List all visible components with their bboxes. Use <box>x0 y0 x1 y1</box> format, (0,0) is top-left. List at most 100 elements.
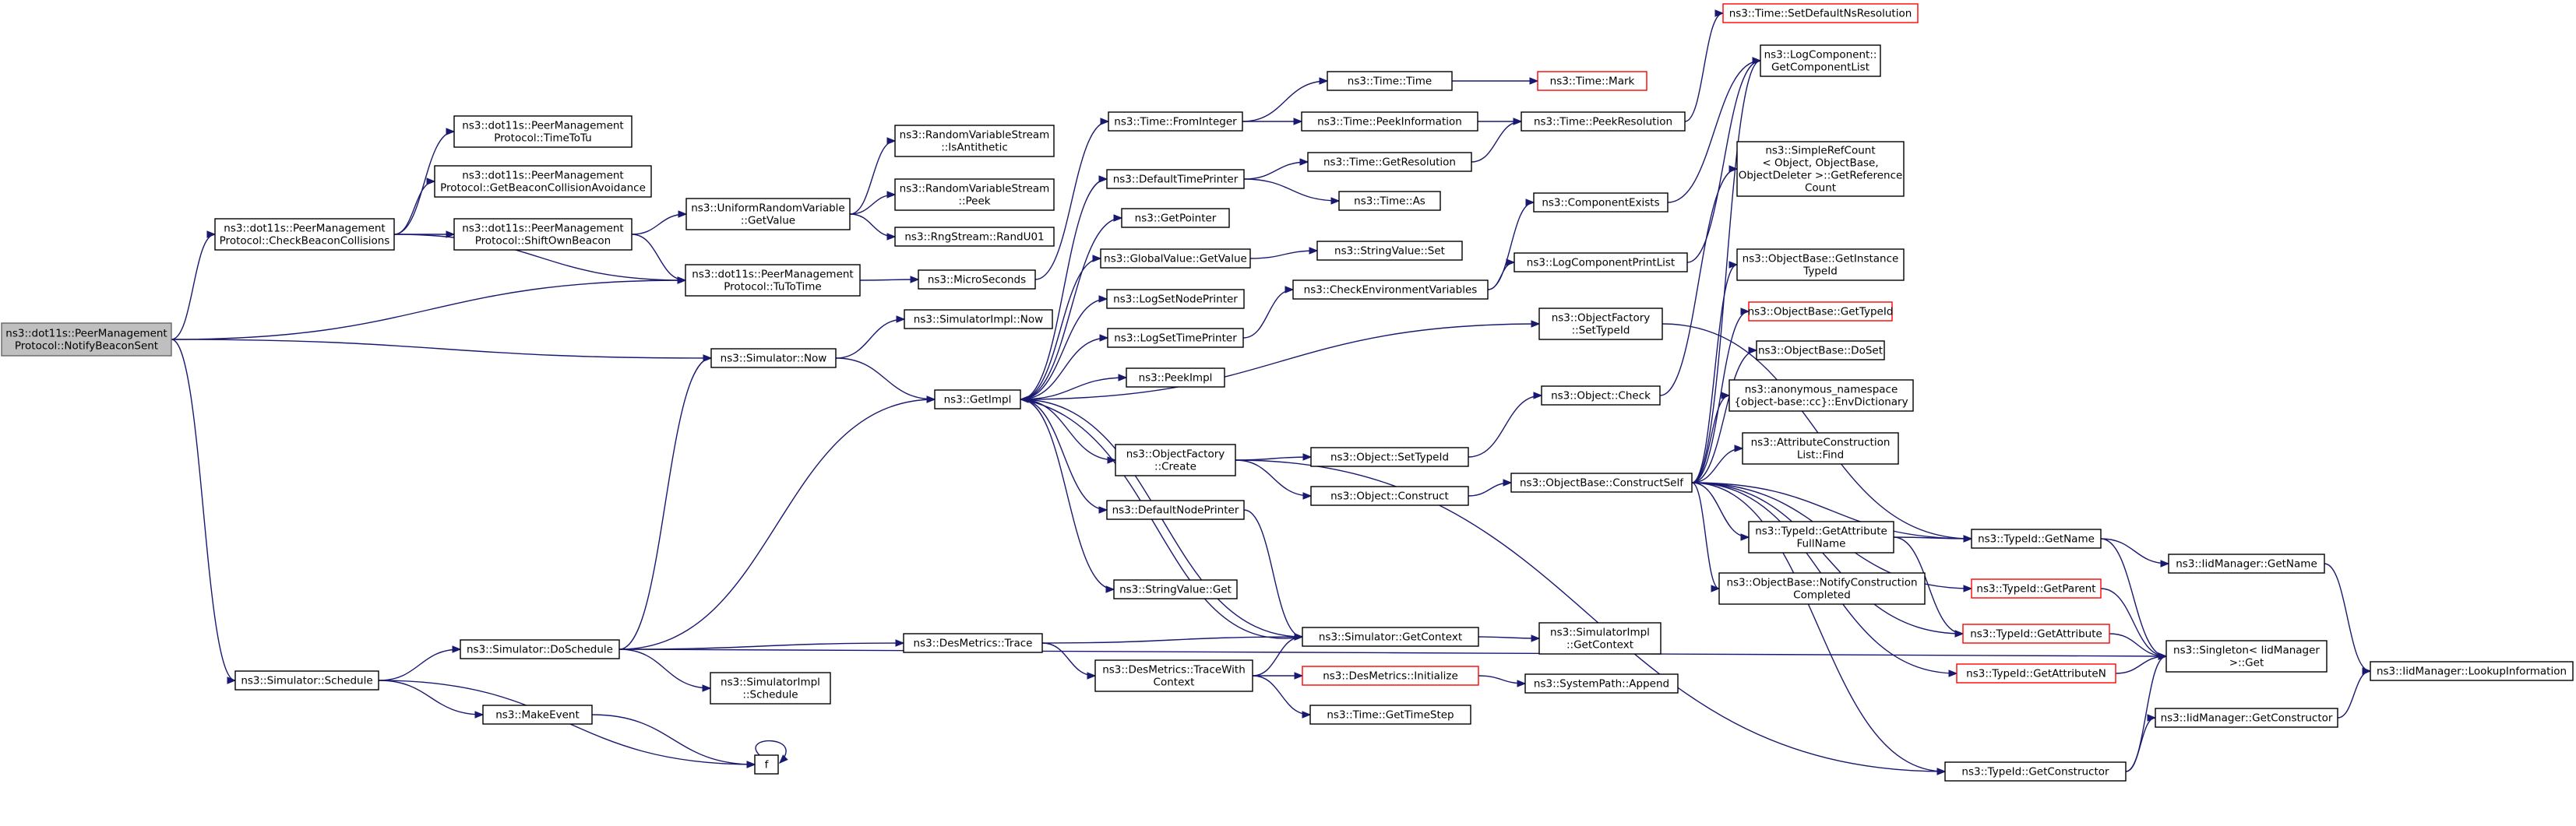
node-label: ns3::StringValue::Set <box>1334 245 1445 258</box>
node-rvspeek[interactable]: ns3::RandomVariableStream::Peek <box>894 178 1055 211</box>
edge-getimpl-to-defaultnodeprinter <box>1020 399 1108 511</box>
node-tidgetconstructor[interactable]: ns3::TypeId::GetConstructor <box>1944 761 2127 782</box>
edge-objbaseconstructself-to-getinstancetid <box>1691 264 1738 483</box>
node-logsettime[interactable]: ns3::LogSetTimePrinter <box>1107 328 1244 348</box>
node-singletonget[interactable]: ns3::Singleton< IidManager>::Get <box>2165 640 2328 673</box>
node-logcompprint[interactable]: ns3::LogComponentPrintList <box>1514 252 1688 272</box>
node-tutotime[interactable]: ns3::dot11s::PeerManagementProtocol::TuT… <box>685 264 861 297</box>
edge-arrowhead <box>1711 585 1721 592</box>
node-label: ns3::SimulatorImpl <box>721 677 820 689</box>
edge-tidgetname-to-iidgetname <box>2100 538 2169 564</box>
node-box <box>1533 192 1669 213</box>
node-stringvalueget[interactable]: ns3::StringValue::Get <box>1113 579 1238 599</box>
node-defaultnodeprinter[interactable]: ns3::DefaultNodePrinter <box>1106 500 1245 520</box>
node-cbc[interactable]: ns3::dot11s::PeerManagementProtocol::Che… <box>214 218 395 251</box>
node-doset[interactable]: ns3::ObjectBase::DoSet <box>1756 340 1885 360</box>
edge-arrowhead <box>779 754 788 764</box>
node-getcomplist[interactable]: ns3::LogComponent::GetComponentList <box>1760 44 1881 77</box>
node-desmetricstrace[interactable]: ns3::DesMetrics::Trace <box>903 633 1043 653</box>
node-simimplgetcontext[interactable]: ns3::SimulatorImpl::GetContext <box>1538 622 1662 655</box>
node-getbca[interactable]: ns3::dot11s::PeerManagementProtocol::Get… <box>434 165 652 198</box>
node-randu01[interactable]: ns3::RngStream::RandU01 <box>894 227 1055 247</box>
node-tidgetname[interactable]: ns3::TypeId::GetName <box>1971 529 2102 549</box>
edge-arrowhead <box>702 684 712 692</box>
node-label: Context <box>1154 677 1195 689</box>
node-timetime[interactable]: ns3::Time::Time <box>1327 71 1453 91</box>
node-isantithetic[interactable]: ns3::RandomVariableStream::IsAntithetic <box>894 125 1055 157</box>
node-peekimpl[interactable]: ns3::PeekImpl <box>1126 367 1225 388</box>
node-label: Protocol::TuToTime <box>724 281 822 293</box>
node-box <box>1510 473 1693 493</box>
node-syspathappend[interactable]: ns3::SystemPath::Append <box>1524 673 1679 694</box>
edge-root-to-cbc <box>171 234 216 340</box>
node-timeas[interactable]: ns3::Time::As <box>1338 191 1441 211</box>
node-globalvalue[interactable]: ns3::GlobalValue::GetValue <box>1100 248 1251 269</box>
node-setdefaultns[interactable]: ns3::Time::SetDefaultNsResolution <box>1722 3 1919 23</box>
node-simplerefcount[interactable]: ns3::SimpleRefCount< Object, ObjectBase,… <box>1736 141 1905 197</box>
node-simimplschedule[interactable]: ns3::SimulatorImpl::Schedule <box>710 672 831 705</box>
node-tidgetattr[interactable]: ns3::TypeId::GetAttribute <box>1962 624 2110 644</box>
node-initialize[interactable]: ns3::DesMetrics::Initialize <box>1302 666 1479 686</box>
node-stringvalueset[interactable]: ns3::StringValue::Set <box>1316 241 1463 261</box>
node-getcontext[interactable]: ns3::Simulator::GetContext <box>1302 627 1479 647</box>
node-label: ns3::dot11s::PeerManagement <box>462 170 623 182</box>
node-getimpl[interactable]: ns3::GetImpl <box>934 389 1021 409</box>
node-objconstruct[interactable]: ns3::Object::Construct <box>1310 486 1469 506</box>
node-getres[interactable]: ns3::Time::GetResolution <box>1307 152 1472 172</box>
node-simimplnow[interactable]: ns3::SimulatorImpl::Now <box>904 309 1053 329</box>
node-timemark[interactable]: ns3::Time::Mark <box>1537 71 1647 91</box>
node-objfactorysettypeid[interactable]: ns3::ObjectFactory::SetTypeId <box>1538 308 1663 340</box>
node-compexists[interactable]: ns3::ComponentExists <box>1533 192 1669 213</box>
node-peekinfo[interactable]: ns3::Time::PeekInformation <box>1301 111 1478 132</box>
node-tidgetattrn[interactable]: ns3::TypeId::GetAttributeN <box>1956 663 2116 684</box>
edge-objbaseconstructself-to-tidgetattr <box>1691 482 1964 634</box>
node-defaulttimeprinter[interactable]: ns3::DefaultTimePrinter <box>1106 169 1245 189</box>
node-label: Protocol::ShiftOwnBeacon <box>475 235 611 248</box>
node-simschedule[interactable]: ns3::Simulator::Schedule <box>234 670 379 691</box>
edge-arrowhead <box>678 210 688 218</box>
node-notifyconstruct[interactable]: ns3::ObjectBase::NotifyConstructionCompl… <box>1718 572 1926 605</box>
edge-objbaseconstructself-to-doset <box>1691 350 1757 483</box>
node-f[interactable]: f <box>754 754 779 775</box>
node-iidgetname[interactable]: ns3::IidManager::GetName <box>2168 554 2325 574</box>
node-makeevent[interactable]: ns3::MakeEvent <box>482 705 593 725</box>
node-checkenv[interactable]: ns3::CheckEnvironmentVariables <box>1292 279 1489 300</box>
edge-arrowhead <box>1752 57 1762 65</box>
node-objbasegettid[interactable]: ns3::ObjectBase::GetTypeId <box>1748 301 1894 322</box>
node-envdict[interactable]: ns3::anonymous_namespace{object-base::cc… <box>1728 379 1914 412</box>
node-doschedule[interactable]: ns3::Simulator::DoSchedule <box>460 639 620 659</box>
node-objbaseconstructself[interactable]: ns3::ObjectBase::ConstructSelf <box>1510 473 1693 493</box>
edge-arrowhead <box>1330 197 1341 205</box>
node-label: ns3::GetPointer <box>1135 213 1217 225</box>
edge-arrowhead <box>1098 506 1108 514</box>
node-shiftown[interactable]: ns3::dot11s::PeerManagementProtocol::Shi… <box>453 218 633 251</box>
node-label: ns3::Time::GetTimeStep <box>1327 709 1454 722</box>
node-iidgetconstructor[interactable]: ns3::IidManager::GetConstructor <box>2155 708 2338 728</box>
node-microseconds[interactable]: ns3::MicroSeconds <box>918 269 1036 290</box>
edge-shiftown-to-tutotime <box>631 234 686 281</box>
node-lookupinfo[interactable]: ns3::IidManager::LookupInformation <box>2370 661 2574 681</box>
edge-objfactorycreate-to-objconstruct <box>1235 459 1312 497</box>
node-box <box>1310 486 1469 506</box>
node-box <box>2168 554 2325 574</box>
node-fromint[interactable]: ns3::Time::FromInteger <box>1108 111 1243 132</box>
node-label: ns3::SystemPath::Append <box>1534 678 1669 691</box>
node-root[interactable]: ns3::dot11s::PeerManagementProtocol::Not… <box>1 322 172 357</box>
node-objsettypeid[interactable]: ns3::Object::SetTypeId <box>1310 447 1469 467</box>
node-tidgetparent[interactable]: ns3::TypeId::GetParent <box>1971 578 2102 599</box>
node-objfactorycreate[interactable]: ns3::ObjectFactory::Create <box>1115 444 1236 476</box>
node-simnow[interactable]: ns3::Simulator::Now <box>710 348 837 368</box>
edge-arrowhead <box>910 276 920 283</box>
node-label: ns3::TypeId::GetAttribute <box>1755 525 1887 538</box>
node-gettimestep[interactable]: ns3::Time::GetTimeStep <box>1309 705 1471 725</box>
node-urvgetvalue[interactable]: ns3::UniformRandomVariable::GetValue <box>685 198 851 230</box>
node-peekres[interactable]: ns3::Time::PeekResolution <box>1521 111 1686 132</box>
node-getpointer[interactable]: ns3::GetPointer <box>1121 208 1230 228</box>
node-timetotu[interactable]: ns3::dot11s::PeerManagementProtocol::Tim… <box>453 115 633 148</box>
node-objcheck[interactable]: ns3::Object::Check <box>1541 385 1661 406</box>
node-logsetnode[interactable]: ns3::LogSetNodePrinter <box>1106 289 1245 309</box>
